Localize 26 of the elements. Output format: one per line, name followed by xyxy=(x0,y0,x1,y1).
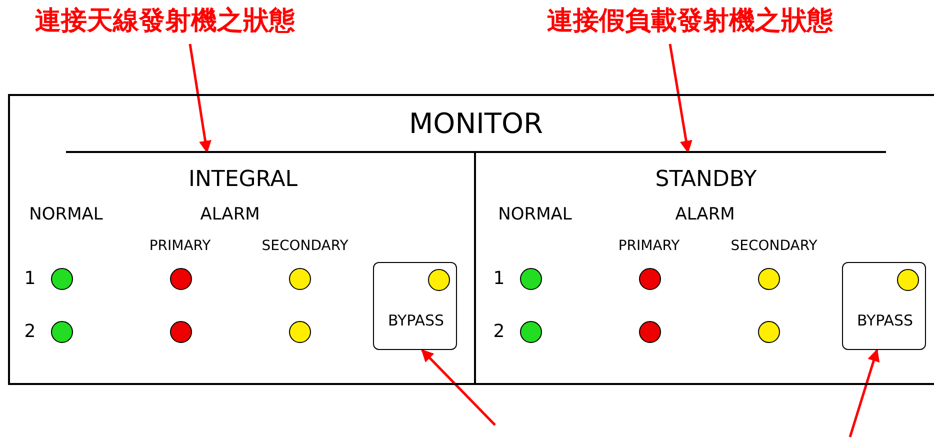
switch-label: BYPASS xyxy=(856,314,914,328)
annotation-text: 連接假負載發射機之狀態 xyxy=(520,0,860,42)
bypass-switch xyxy=(373,262,457,350)
column-label: SECONDARY xyxy=(730,239,818,253)
column-label: NORMAL xyxy=(498,206,572,224)
column-label: SECONDARY xyxy=(262,239,348,253)
column-label: NORMAL xyxy=(29,206,103,224)
switch-label: BYPASS xyxy=(388,314,444,328)
row-number: 1 xyxy=(24,270,36,288)
monitor-panel xyxy=(8,94,934,385)
row-number: 2 xyxy=(493,323,505,341)
column-label: ALARM xyxy=(675,206,735,224)
column-label: ALARM xyxy=(200,206,260,224)
arrow xyxy=(848,348,880,438)
section-title: INTEGRAL xyxy=(188,169,298,191)
arrow xyxy=(421,349,496,426)
arrow xyxy=(668,44,692,154)
annotation-text: 連接天線發射機之狀態 xyxy=(0,0,330,42)
row-number: 1 xyxy=(493,270,505,288)
bypass-switch xyxy=(842,262,926,350)
panel-title: MONITOR xyxy=(409,110,543,138)
row-number: 2 xyxy=(24,323,36,341)
arrow xyxy=(188,44,212,154)
column-label: PRIMARY xyxy=(149,239,211,253)
section-title: STANDBY xyxy=(655,169,757,191)
column-label: PRIMARY xyxy=(618,239,680,253)
